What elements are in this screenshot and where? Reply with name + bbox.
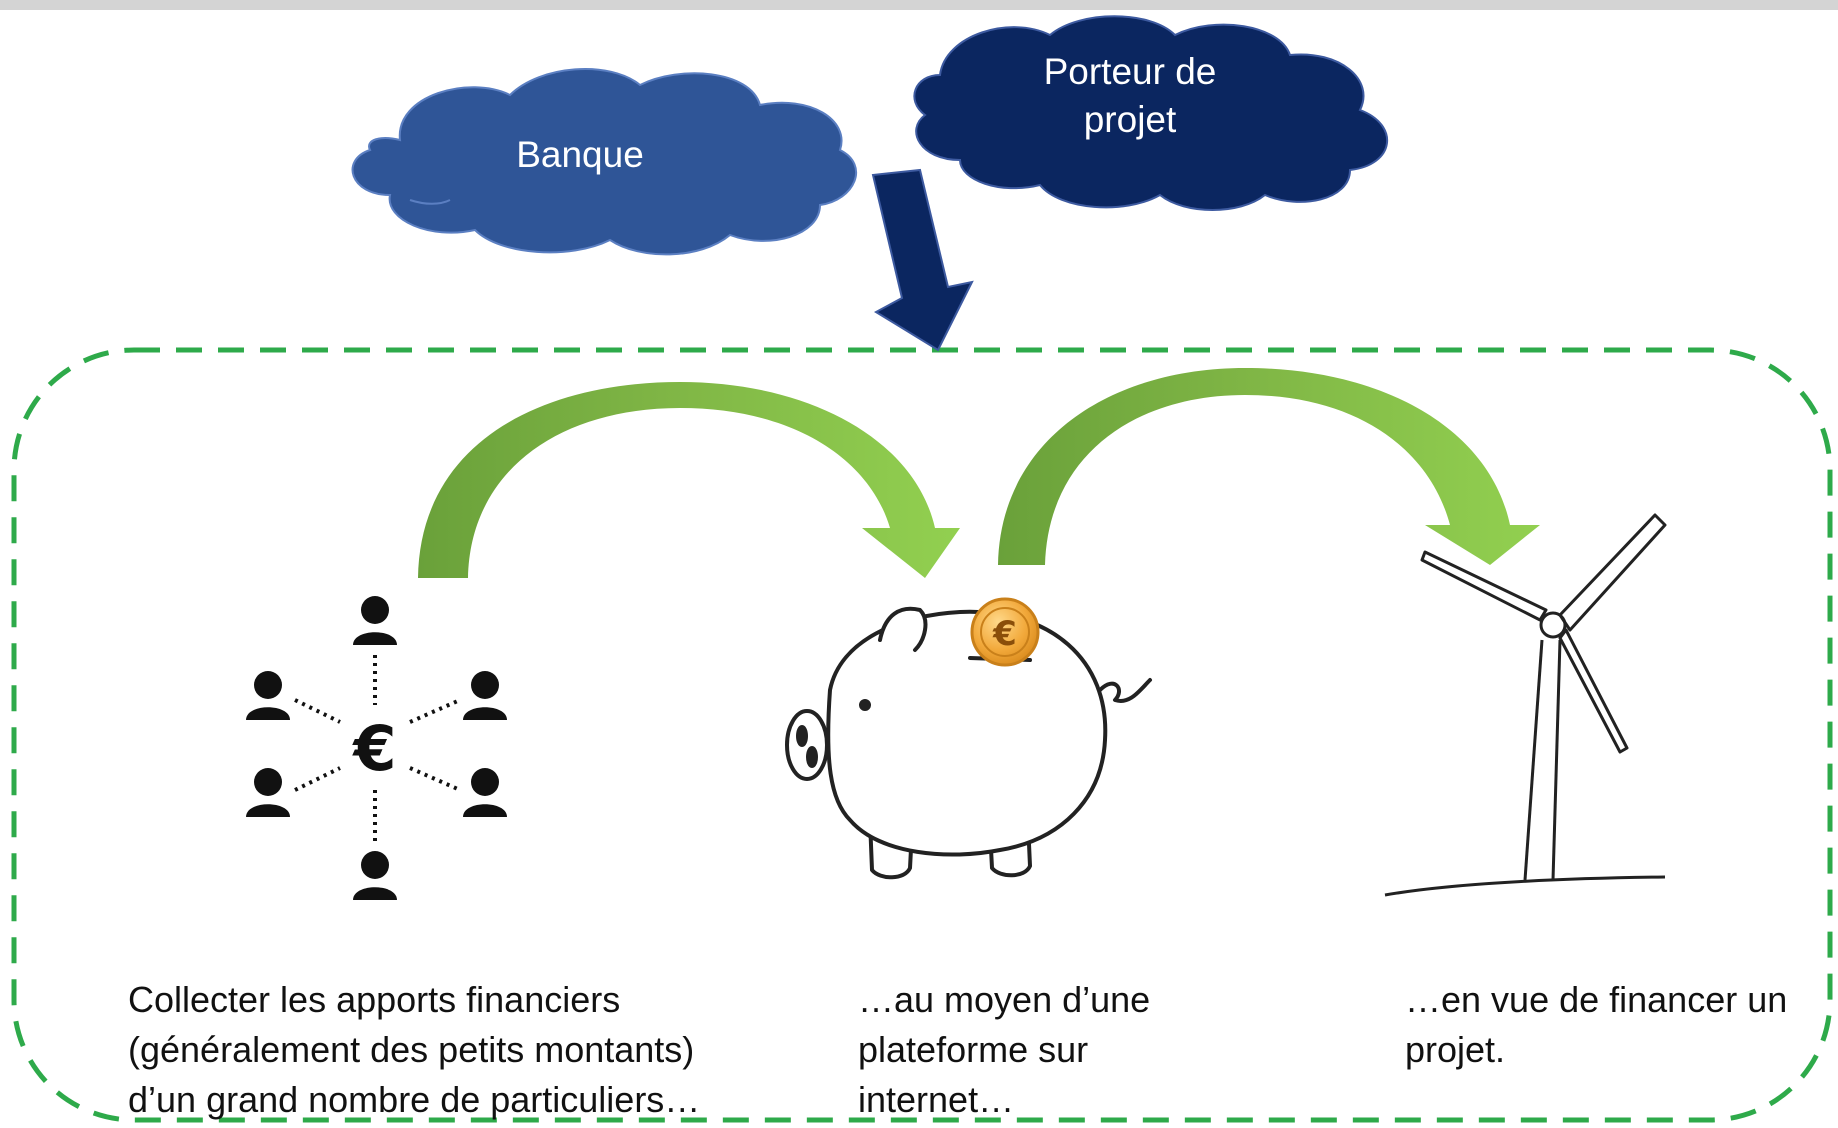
svg-text:€: € xyxy=(351,712,396,785)
caption-collect: Collecter les apports financiers (généra… xyxy=(128,979,701,1120)
caption-platform: …au moyen d’une plateforme sur internet… xyxy=(858,979,1151,1120)
project-owner-cloud xyxy=(913,15,1388,211)
down-arrow xyxy=(871,168,974,352)
project-owner-cloud-label: Porteur de projet xyxy=(1043,51,1217,140)
euro-coin-icon: € xyxy=(970,597,1040,667)
wind-turbine-icon xyxy=(1384,513,1667,897)
crowd-euro-network-icon: € xyxy=(246,596,507,900)
caption-finance: …en vue de financer un projet. xyxy=(1405,979,1788,1070)
flow-arrow-crowd-to-piggy xyxy=(418,382,960,578)
dashed-frame xyxy=(11,347,1833,1123)
flow-arrow-piggy-to-turbine xyxy=(998,368,1540,565)
bank-cloud-label: Banque xyxy=(516,134,644,175)
top-bar xyxy=(0,0,1838,10)
svg-text:€: € xyxy=(992,614,1017,654)
bank-cloud xyxy=(351,68,858,256)
piggy-bank-icon xyxy=(785,606,1152,880)
